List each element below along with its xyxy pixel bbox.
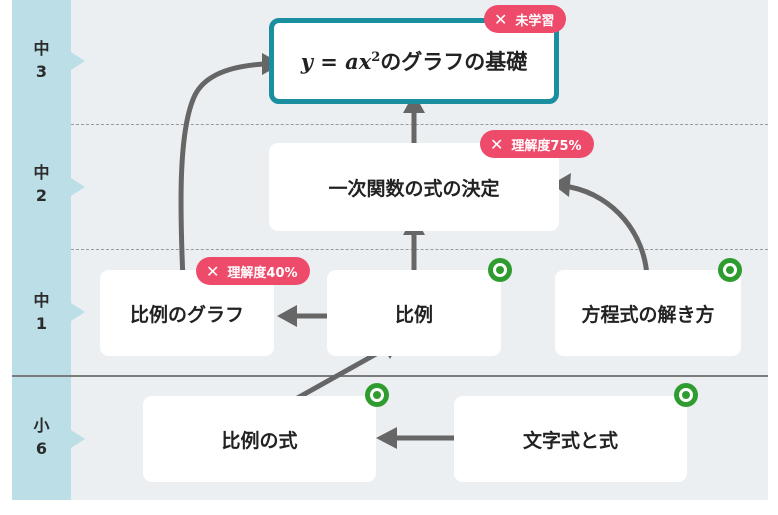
node-label: 比例 [394,303,433,326]
completed-circle-icon [488,258,512,282]
grade-label-jh3: 中 3 [33,39,50,81]
node-label: のグラフの基礎 [380,50,528,74]
grade-pointer-jh2 [71,178,85,196]
close-icon: ✕ [494,9,508,29]
completed-circle-icon [365,383,389,407]
node-label: 一次関数の式の決定 [328,177,500,200]
node-label-equation: y = ax2 [300,48,381,74]
arrowhead [552,173,571,197]
arrow-graph-to-quadratic [178,61,267,283]
node-label: 方程式の解き方 [581,303,715,326]
grade-label-es6: 小 6 [33,416,50,458]
completed-circle-icon [718,258,742,282]
grade-label-jh1: 中 1 [33,291,50,333]
grade-label-jh2: 中 2 [33,163,50,205]
grade-pointer-es6 [71,430,85,448]
node-equation-solving[interactable]: 方程式の解き方 [555,270,741,356]
grade-pointer-jh1 [71,303,85,321]
arrowhead [277,305,297,327]
node-label: 文字式と式 [522,429,618,452]
arrow-equation-to-linear [567,184,650,280]
node-linear-function[interactable]: 一次関数の式の決定 [269,143,559,231]
grade-pointer-jh3 [71,52,85,70]
close-icon: ✕ [206,261,220,281]
row-divider [71,124,768,125]
node-proportion-expression[interactable]: 比例の式 [143,396,376,482]
row-divider [71,249,768,250]
node-label: 比例の式 [221,429,298,452]
school-divider [12,375,768,377]
arrowhead [376,427,397,449]
close-icon: ✕ [490,134,504,154]
status-badge-understanding: ✕ 理解度75% [480,130,594,158]
grade-bar [12,0,71,500]
status-badge-understanding: ✕ 理解度40% [196,257,310,285]
completed-circle-icon [674,383,698,407]
node-literal-expression[interactable]: 文字式と式 [454,396,687,482]
status-badge-unlearned: ✕ 未学習 [484,5,567,33]
node-proportion[interactable]: 比例 [327,270,501,356]
node-label: 比例のグラフ [129,303,244,326]
